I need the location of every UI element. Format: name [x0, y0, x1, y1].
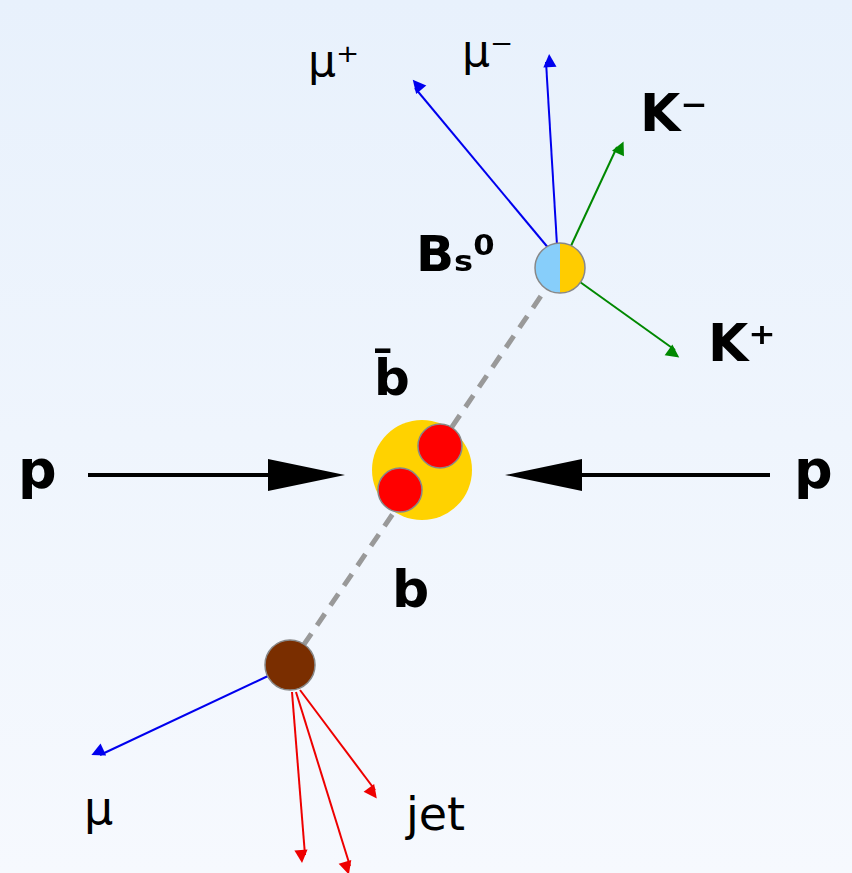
muon-track: [415, 88, 550, 250]
beam-label: p: [18, 442, 57, 499]
b-decay: [100, 640, 375, 866]
particle-label: K⁻: [640, 86, 708, 141]
muon-track: [100, 676, 268, 755]
particle-label: μ: [84, 784, 113, 832]
collision-point: [372, 420, 472, 520]
quark-dot: [418, 424, 462, 468]
particle-label: μ⁺: [308, 38, 359, 84]
particle-label: μ⁻: [462, 28, 513, 74]
meson-half: [560, 243, 585, 293]
kaon-track: [580, 282, 675, 350]
quark-label: b: [392, 562, 429, 617]
particle-label: Bₛ⁰: [416, 228, 495, 281]
muon-track: [546, 62, 557, 245]
beam-line: [570, 473, 770, 477]
kaon-track: [570, 147, 617, 248]
quark-path: [290, 268, 560, 665]
jet-label: jet: [406, 790, 465, 838]
jet-track: [292, 692, 305, 855]
beam-label: p: [794, 442, 833, 499]
beam-arrowhead: [505, 459, 582, 491]
meson-half: [535, 243, 560, 293]
quark-dot: [378, 468, 422, 512]
quark-label: b̄: [374, 352, 410, 405]
particle-label: K⁺: [708, 316, 776, 371]
collision-blob: [372, 420, 472, 520]
bs-decay: [415, 62, 675, 350]
beam-line: [88, 473, 280, 477]
hadron-dot: [265, 640, 315, 690]
beam-arrowhead: [268, 459, 345, 491]
meson-outline: [535, 243, 585, 293]
